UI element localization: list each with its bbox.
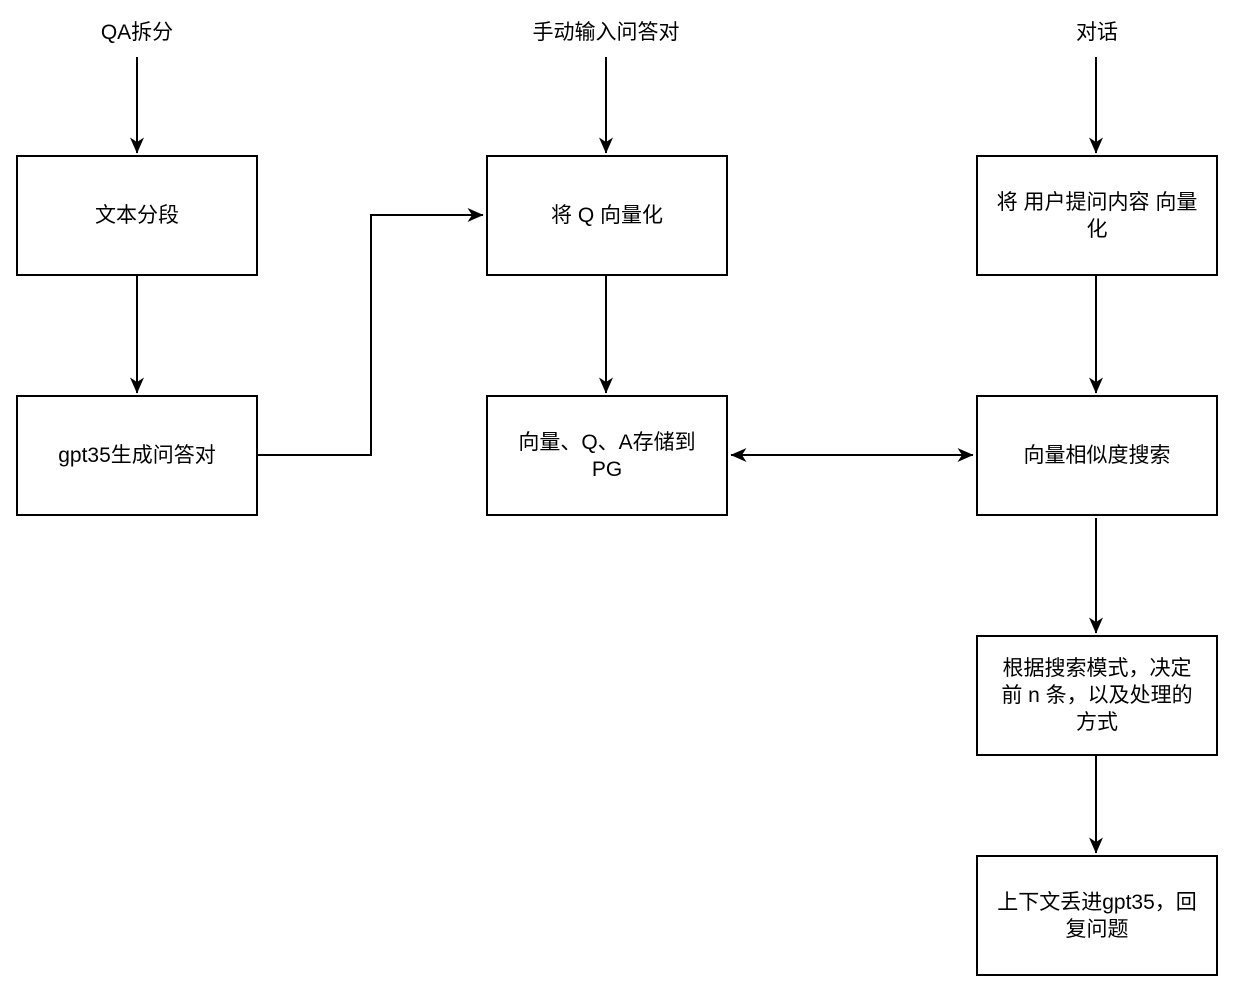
node-gpt35-generate-qa: gpt35生成问答对 bbox=[16, 395, 258, 516]
node-search-mode-top-n: 根据搜索模式，决定 前 n 条，以及处理的 方式 bbox=[976, 635, 1218, 756]
entry-label-dialogue: 对话 bbox=[1076, 21, 1118, 44]
node-vector-similarity-search: 向量相似度搜索 bbox=[976, 395, 1218, 516]
node-store-vector-qa-to-pg: 向量、Q、A存储到 PG bbox=[486, 395, 728, 516]
node-vectorize-user-question: 将 用户提问内容 向量 化 bbox=[976, 155, 1218, 276]
entry-label-manual-input-qa-pairs: 手动输入问答对 bbox=[532, 21, 680, 44]
node-store-vector-qa-to-pg-label: 向量、Q、A存储到 PG bbox=[518, 430, 696, 481]
node-vector-similarity-search-label: 向量相似度搜索 bbox=[1023, 444, 1171, 467]
node-context-to-gpt35-answer: 上下文丢进gpt35，回 复问题 bbox=[976, 855, 1218, 976]
node-vectorize-user-question-label: 将 用户提问内容 向量 化 bbox=[996, 190, 1198, 241]
node-text-segmentation: 文本分段 bbox=[16, 155, 258, 276]
node-search-mode-top-n-label: 根据搜索模式，决定 前 n 条，以及处理的 方式 bbox=[1001, 657, 1193, 734]
node-vectorize-q: 将 Q 向量化 bbox=[486, 155, 728, 276]
node-vectorize-q-label: 将 Q 向量化 bbox=[550, 204, 663, 227]
node-text-segmentation-label: 文本分段 bbox=[95, 204, 179, 227]
node-gpt35-generate-qa-label: gpt35生成问答对 bbox=[58, 444, 216, 467]
entry-label-qa-split: QA拆分 bbox=[100, 21, 174, 44]
edge-gpt35-generate-qa-to-vectorize-q bbox=[258, 208, 484, 456]
node-context-to-gpt35-answer-label: 上下文丢进gpt35，回 复问题 bbox=[997, 890, 1197, 941]
